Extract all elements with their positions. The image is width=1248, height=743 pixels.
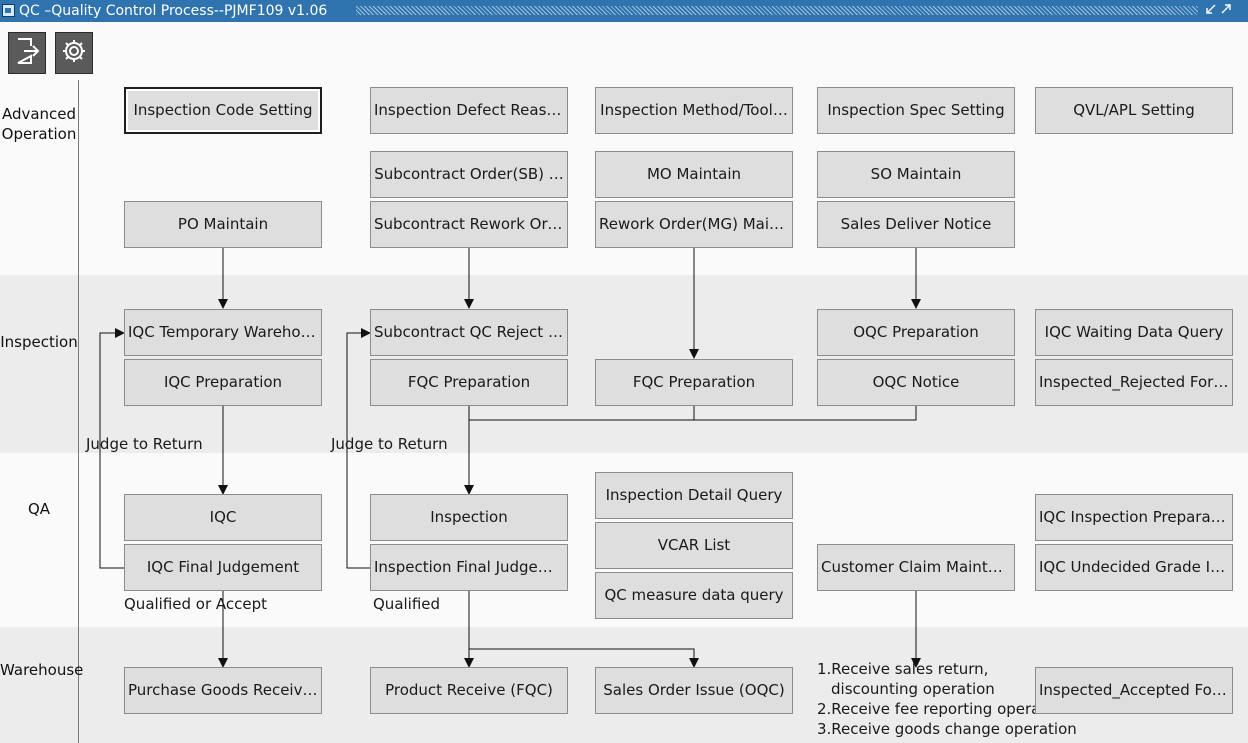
inspection-button[interactable]: Inspection xyxy=(370,494,568,541)
inspected-rejected-for-button[interactable]: Inspected_Rejected For … xyxy=(1035,359,1233,406)
exit-icon xyxy=(14,37,40,69)
qualified-or-accept-label: Qualified or Accept xyxy=(124,595,268,613)
rework-order-mg-button[interactable]: Rework Order(MG) Main… xyxy=(595,201,793,248)
inspection-defect-reason-button[interactable]: Inspection Defect Reaso… xyxy=(370,87,568,134)
exit-button[interactable] xyxy=(8,32,46,74)
sales-deliver-notice-button[interactable]: Sales Deliver Notice xyxy=(817,201,1015,248)
fqc-preparation-button[interactable]: FQC Preparation xyxy=(370,359,568,406)
section-divider xyxy=(78,80,79,743)
section-label: Advanced xyxy=(1,105,77,123)
so-maintain-button[interactable]: SO Maintain xyxy=(817,151,1015,198)
section-label: Operation xyxy=(1,125,77,143)
judge-to-return-label: Judge to Return xyxy=(86,435,203,453)
section-qa: QA xyxy=(27,500,51,518)
claim-note-line: 1.Receive sales return, xyxy=(817,660,989,678)
mo-maintain-button[interactable]: MO Maintain xyxy=(595,151,793,198)
iqc-button[interactable]: IQC xyxy=(124,494,322,541)
settings-button[interactable] xyxy=(55,32,93,74)
inspection-final-judgement-button[interactable]: Inspection Final Judgem… xyxy=(370,544,568,591)
judge-to-return-label: Judge to Return xyxy=(331,435,448,453)
claim-note-line: 2.Receive fee reporting operati xyxy=(817,700,1035,718)
customer-claim-maintain-button[interactable]: Customer Claim Maintai… xyxy=(817,544,1015,591)
subcontract-qc-reject-button[interactable]: Subcontract QC Reject (I… xyxy=(370,309,568,356)
inspection-method-tool-button[interactable]: Inspection Method/Tool… xyxy=(595,87,793,134)
purchase-goods-receiving-button[interactable]: Purchase Goods Receivi… xyxy=(124,667,322,714)
po-maintain-button[interactable]: PO Maintain xyxy=(124,201,322,248)
iqc-temporary-warehouse-button[interactable]: IQC Temporary Warehou… xyxy=(124,309,322,356)
vcar-list-button[interactable]: VCAR List xyxy=(595,522,793,569)
oqc-preparation-button[interactable]: OQC Preparation xyxy=(817,309,1015,356)
iqc-inspection-preparation-button[interactable]: IQC Inspection Preparati… xyxy=(1035,494,1233,541)
product-receive-fqc-button[interactable]: Product Receive (FQC) xyxy=(370,667,568,714)
app-icon xyxy=(2,4,15,17)
iqc-undecided-grade-button[interactable]: IQC Undecided Grade In… xyxy=(1035,544,1233,591)
maximize-icon[interactable] xyxy=(1219,3,1233,17)
inspected-accepted-for-button[interactable]: Inspected_Accepted For… xyxy=(1035,667,1233,714)
iqc-preparation-button[interactable]: IQC Preparation xyxy=(124,359,322,406)
inspection-detail-query-button[interactable]: Inspection Detail Query xyxy=(595,472,793,519)
title-bar: QC –Quality Control Process--PJMF109 v1.… xyxy=(0,0,1248,22)
qc-measure-data-query-button[interactable]: QC measure data query xyxy=(595,572,793,619)
section-warehouse: Warehouse xyxy=(0,661,84,679)
iqc-final-judgement-button[interactable]: IQC Final Judgement xyxy=(124,544,322,591)
inspection-code-setting-button[interactable]: Inspection Code Setting xyxy=(124,87,322,134)
iqc-waiting-data-query-button[interactable]: IQC Waiting Data Query xyxy=(1035,309,1233,356)
title-bar-grip xyxy=(356,6,1198,15)
section-advanced-operation: Advanced Operation xyxy=(0,104,78,144)
oqc-notice-button[interactable]: OQC Notice xyxy=(817,359,1015,406)
claim-note-line: discounting operation xyxy=(831,680,995,698)
gear-icon xyxy=(61,38,87,68)
section-inspection: Inspection xyxy=(0,333,78,351)
qualified-label: Qualified xyxy=(373,595,441,613)
qvl-apl-setting-button[interactable]: QVL/APL Setting xyxy=(1035,87,1233,134)
window-title: QC –Quality Control Process--PJMF109 v1.… xyxy=(19,3,328,19)
toolbar xyxy=(0,22,1248,80)
subcontract-order-sb-button[interactable]: Subcontract Order(SB) … xyxy=(370,151,568,198)
fqc-preparation-button[interactable]: FQC Preparation xyxy=(595,359,793,406)
inspection-spec-setting-button[interactable]: Inspection Spec Setting xyxy=(817,87,1015,134)
claim-note-line: 3.Receive goods change operation xyxy=(817,720,1077,738)
subcontract-rework-order-button[interactable]: Subcontract Rework Ord… xyxy=(370,201,568,248)
sales-order-issue-oqc-button[interactable]: Sales Order Issue (OQC) xyxy=(595,667,793,714)
restore-icon[interactable] xyxy=(1204,3,1218,17)
